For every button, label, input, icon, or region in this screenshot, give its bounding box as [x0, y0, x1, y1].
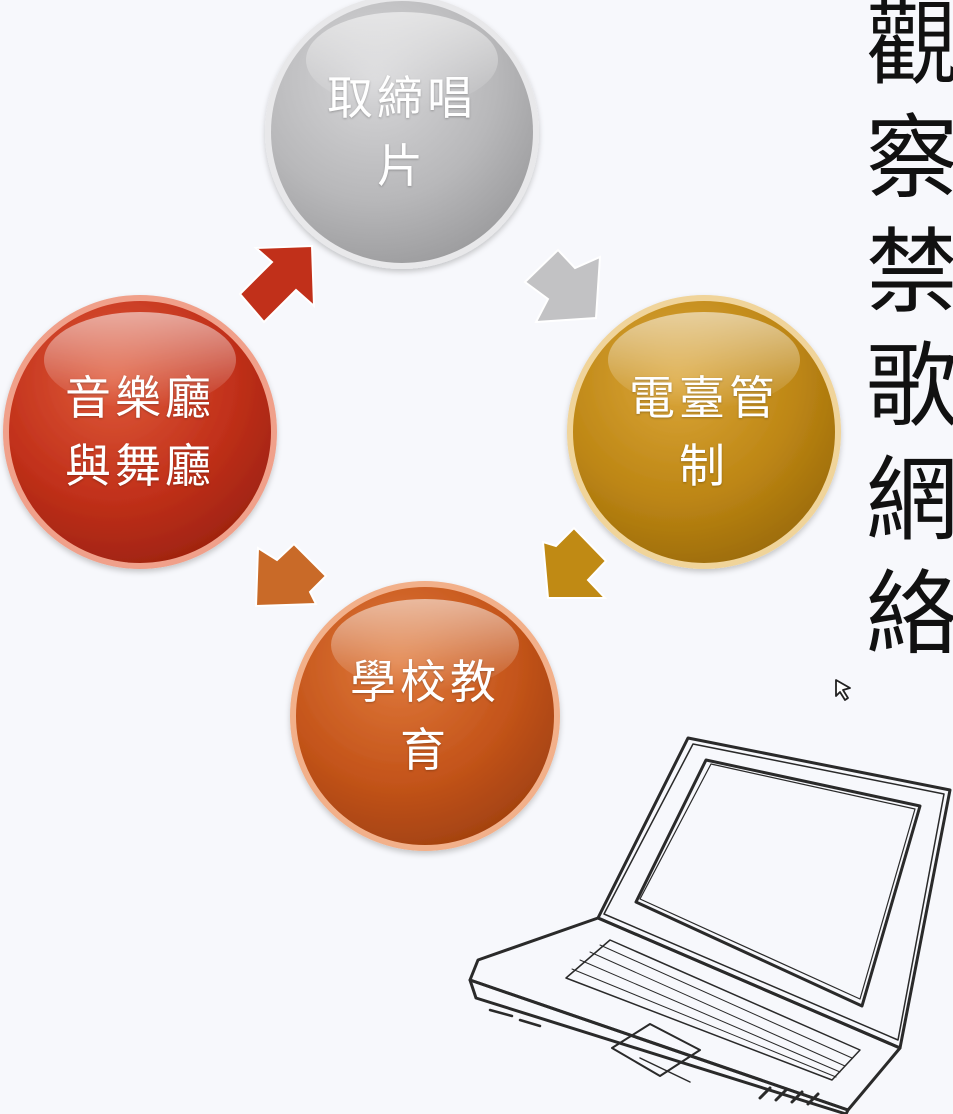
arrow-vinyl-to-radio [523, 248, 602, 324]
side-title-char: 歌 [866, 333, 953, 440]
node-vinyl-label: 取締唱片 [327, 71, 477, 193]
arrow-school-to-hall [254, 542, 328, 608]
side-title-char: 絡 [866, 561, 953, 668]
node-hall-label: 音樂廳與舞廳 [65, 371, 215, 493]
node-radio-circle [567, 295, 841, 569]
node-vinyl-circle [265, 0, 539, 269]
side-title-char: 網 [866, 447, 953, 554]
node-radio-label: 電臺管制 [629, 371, 779, 493]
node-school-circle [290, 581, 560, 851]
arrow-hall-to-vinyl [238, 244, 316, 324]
cursor-arrow-icon [835, 679, 851, 701]
side-title-char: 禁 [866, 219, 953, 326]
laptop-icon [468, 736, 952, 1114]
node-school-label: 學校教育 [350, 655, 500, 777]
side-title-char: 察 [866, 105, 953, 212]
side-title: 觀 察 禁 歌 網 絡 [866, 0, 953, 672]
arrow-radio-to-school [541, 526, 608, 599]
side-title-char: 觀 [866, 0, 953, 98]
node-hall-circle [3, 295, 277, 569]
